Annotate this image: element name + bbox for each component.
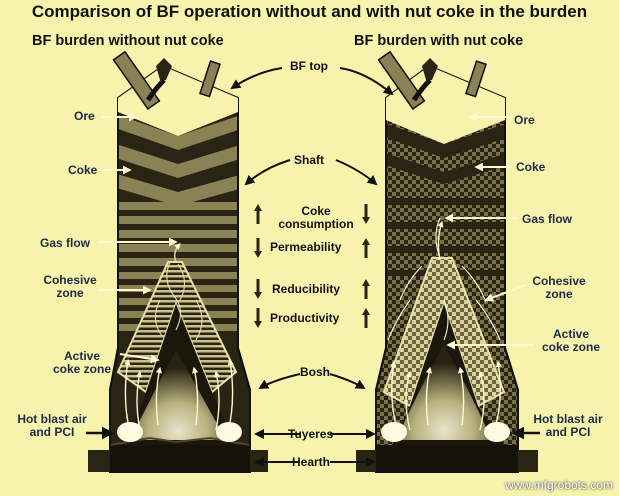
label-permeability: Permeability (270, 240, 342, 254)
label-hot-blast-right: Hot blast air and PCI (522, 413, 614, 439)
label-hotblast-right-line2: and PCI (545, 425, 591, 439)
diagram-title: Comparison of BF operation without and w… (31, 2, 588, 21)
label-gas-flow-right: Gas flow (522, 212, 573, 226)
label-ore-right: Ore (514, 113, 535, 127)
label-coke-consumption-line1: Coke (301, 204, 331, 218)
label-active-right-line2: coke zone (541, 340, 601, 354)
label-bosh: Bosh (300, 365, 330, 379)
label-productivity: Productivity (270, 311, 340, 325)
label-ore-left: Ore (74, 109, 95, 123)
label-hot-blast-left: Hot blast air and PCI (10, 413, 94, 439)
comparison-trend-arrows (254, 204, 370, 328)
label-cohesive-zone-left: Cohesive zone (38, 274, 102, 300)
center-pointer-arrows (230, 67, 394, 467)
label-coke-left: Coke (68, 163, 98, 177)
label-bf-top: BF top (290, 59, 328, 73)
left-furnace-heading: BF burden without nut coke (32, 33, 224, 49)
label-cohesive-left-line2: zone (56, 286, 84, 300)
right-furnace (356, 50, 538, 473)
label-hotblast-left-line1: Hot blast air (17, 412, 87, 426)
label-shaft: Shaft (294, 153, 324, 167)
watermark: www.mfgrobots.com (504, 478, 613, 492)
label-coke-consumption: Coke consumption (276, 205, 356, 231)
label-cohesive-zone-right: Cohesive zone (526, 275, 592, 301)
label-active-left-line1: Active (63, 349, 101, 363)
label-cohesive-left-line1: Cohesive (43, 273, 97, 287)
up-arrow-right-3 (362, 308, 370, 328)
label-active-coke-zone-left: Active coke zone (40, 350, 124, 376)
label-coke-right: Coke (516, 160, 546, 174)
right-furnace-heading: BF burden with nut coke (354, 33, 524, 49)
label-pointer-arrows (94, 112, 534, 364)
label-cohesive-right-line2: zone (545, 287, 573, 301)
down-arrow-left-3 (254, 308, 262, 328)
left-furnace (88, 50, 268, 473)
label-active-coke-zone-right: Active coke zone (534, 328, 608, 354)
label-active-right-line1: Active (552, 327, 590, 341)
label-cohesive-right-line1: Cohesive (532, 274, 586, 288)
down-arrow-right-0 (362, 204, 370, 224)
label-hearth: Hearth (292, 455, 331, 469)
down-arrow-left-1 (254, 238, 262, 258)
up-arrow-left-0 (254, 204, 262, 224)
label-hotblast-right-line1: Hot blast air (533, 412, 603, 426)
label-hotblast-left-line2: and PCI (29, 425, 75, 439)
up-arrow-right-2 (362, 279, 370, 299)
up-arrow-right-1 (362, 238, 370, 258)
down-arrow-left-2 (254, 279, 262, 299)
label-coke-consumption-line2: consumption (278, 217, 354, 231)
label-reducibility: Reducibility (272, 282, 341, 296)
label-active-left-line2: coke zone (52, 362, 112, 376)
label-gas-flow-left: Gas flow (40, 236, 91, 250)
label-tuyeres: Tuyeres (288, 427, 334, 441)
